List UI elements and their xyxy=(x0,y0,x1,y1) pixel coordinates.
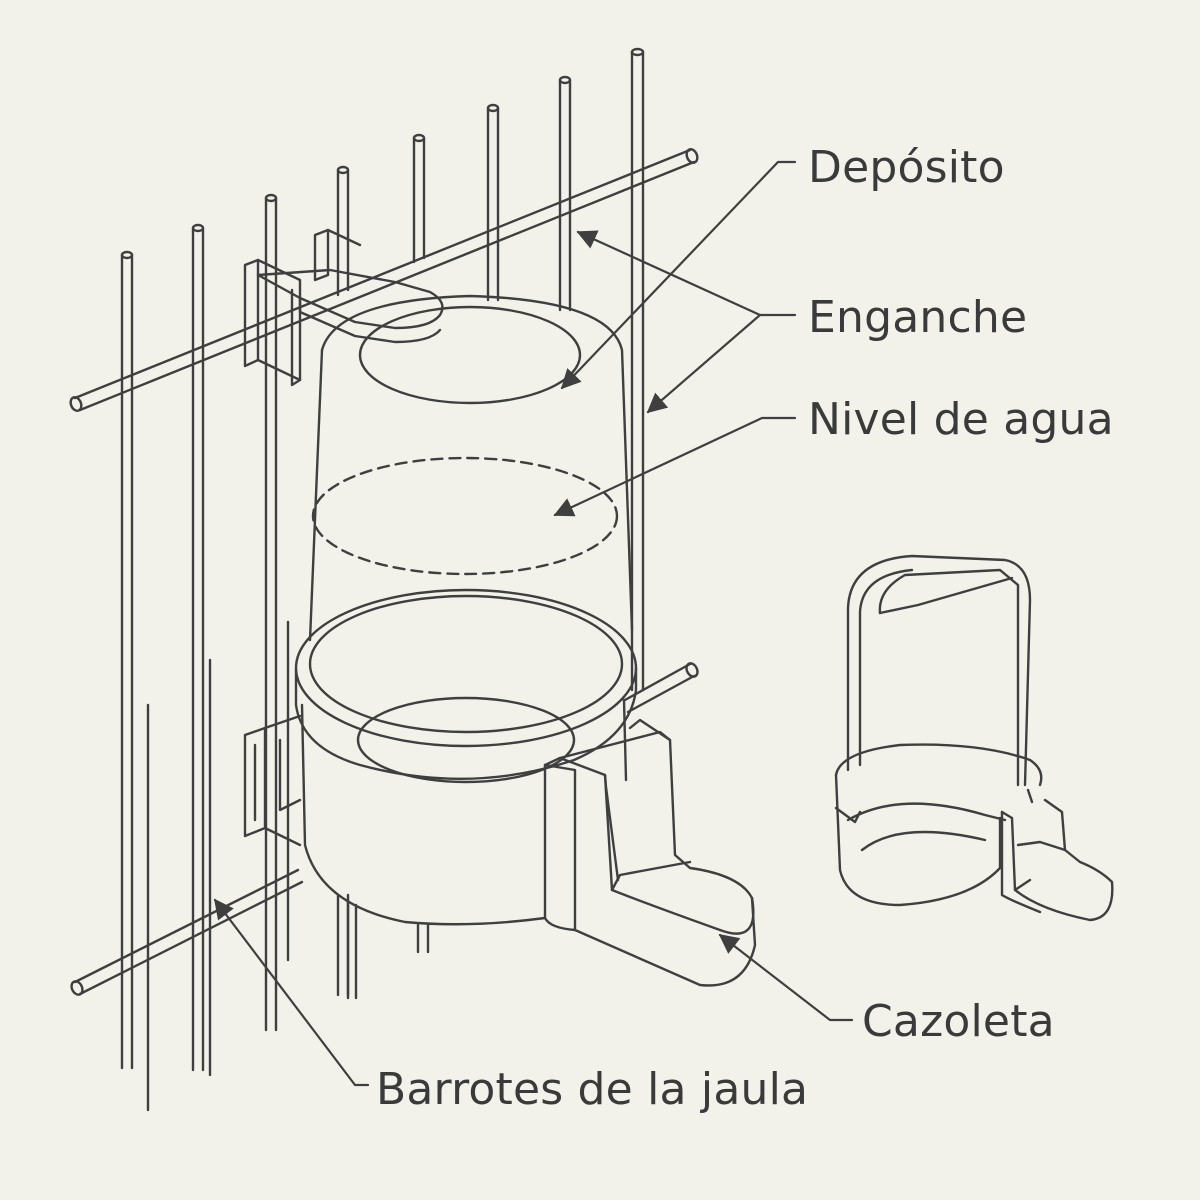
cage-bar-3 xyxy=(264,193,278,1032)
lower-hook xyxy=(243,714,302,847)
cazoleta-detail xyxy=(834,554,1114,922)
leader-enganche-top xyxy=(576,230,797,317)
leader-cazoleta xyxy=(718,933,854,1022)
leader-lines xyxy=(213,160,854,1087)
cage-bar-2 xyxy=(191,223,205,1072)
cage-bar-4 xyxy=(336,165,350,997)
label-nivel-de-agua: Nivel de agua xyxy=(808,394,1114,445)
water-level-line xyxy=(311,456,619,576)
reservoir xyxy=(308,294,634,642)
cage-bar-6 xyxy=(486,103,500,302)
label-cazoleta: Cazoleta xyxy=(862,996,1055,1047)
label-enganche: Enganche xyxy=(808,292,1028,343)
top-horizontal-rod xyxy=(69,148,699,412)
base-cup xyxy=(294,588,638,1000)
leader-enganche-bottom xyxy=(646,313,762,414)
leader-deposito xyxy=(560,160,797,390)
cage-bar-1 xyxy=(120,250,134,1070)
label-deposito: Depósito xyxy=(808,142,1005,193)
cage-bar-8 xyxy=(630,47,645,692)
cage-bar-7 xyxy=(558,75,572,312)
label-barrotes-de-la-jaula: Barrotes de la jaula xyxy=(376,1064,809,1115)
top-hook xyxy=(243,228,444,387)
cage-vertical-bars xyxy=(120,47,645,1112)
cage-bar-lower xyxy=(146,620,290,1112)
drinking-trough xyxy=(543,718,757,987)
cage-horizontal-rods xyxy=(69,148,699,996)
cage-bar-5 xyxy=(412,133,426,264)
leader-nivel xyxy=(553,416,797,517)
leader-barrotes xyxy=(213,898,370,1087)
